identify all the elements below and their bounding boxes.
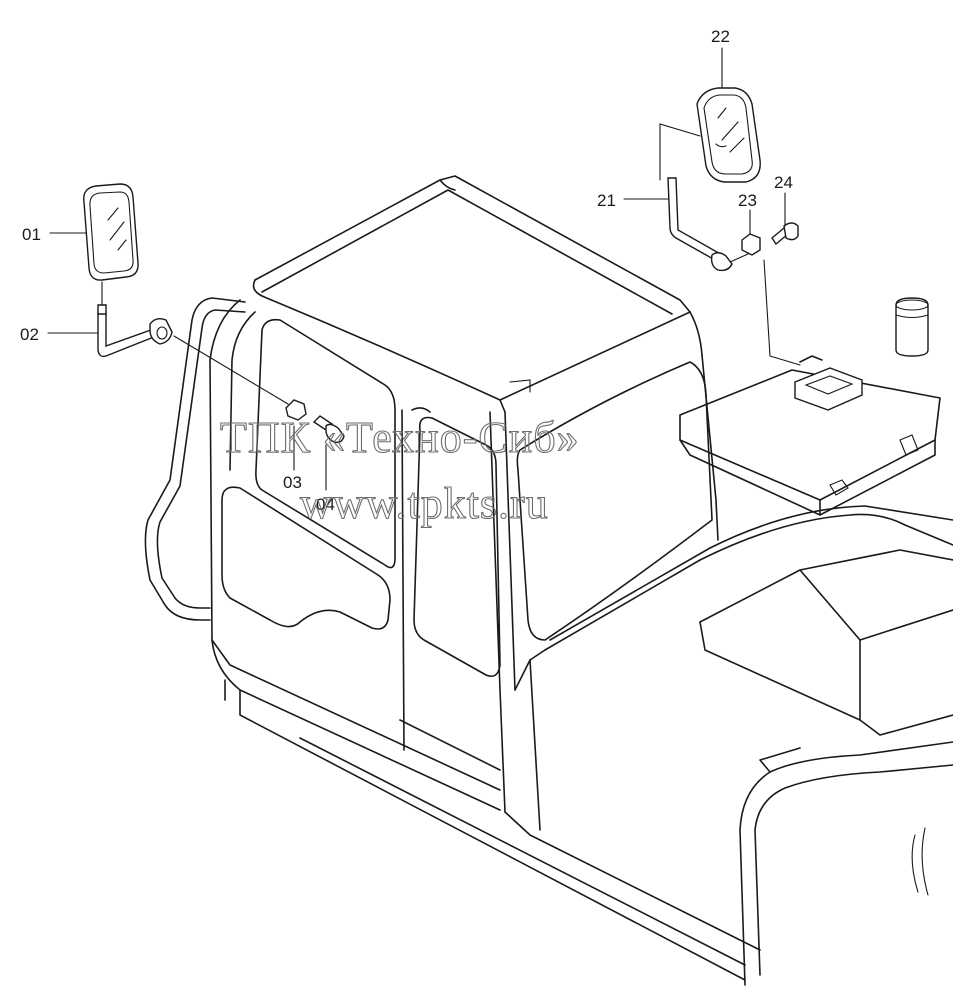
engine-hood (544, 505, 953, 986)
cab-outline (209, 175, 761, 981)
callout-24: 24 (774, 173, 793, 192)
bolt-24 (771, 222, 799, 246)
leader-lines (47, 47, 801, 491)
mirror-stay-21 (667, 177, 733, 272)
callout-01: 01 (22, 225, 41, 244)
callout-labels: 01 02 03 04 21 22 23 24 (20, 27, 793, 514)
bolt-04 (312, 415, 345, 444)
nut-23 (741, 233, 761, 256)
watermark: ТПК «Техно-Сиб» www.tpkts.ru (219, 412, 580, 528)
mirror-22 (696, 87, 761, 183)
callout-23: 23 (738, 191, 757, 210)
mirror-stay-02 (97, 304, 173, 358)
nut-03 (285, 399, 307, 421)
mirror-01 (83, 183, 139, 281)
toolbox-lid (679, 297, 941, 516)
callout-22: 22 (711, 27, 730, 46)
handrail (144, 297, 246, 621)
callout-03: 03 (283, 473, 302, 492)
watermark-url: www.tpkts.ru (300, 479, 549, 528)
callout-04: 04 (316, 495, 335, 514)
callout-21: 21 (597, 191, 616, 210)
watermark-company: ТПК «Техно-Сиб» (220, 413, 580, 462)
callout-02: 02 (20, 325, 39, 344)
